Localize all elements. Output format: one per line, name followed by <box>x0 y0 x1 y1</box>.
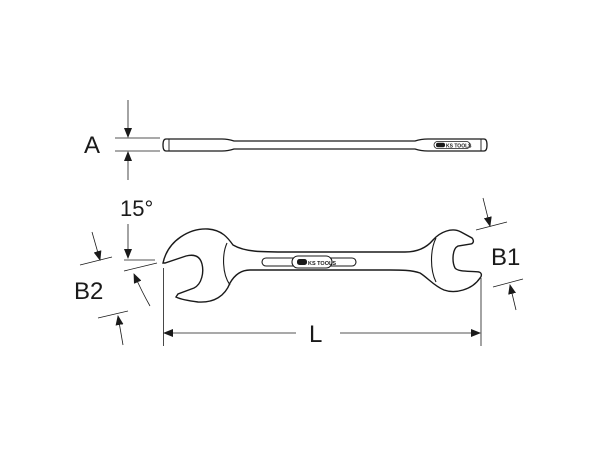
label-b1: B1 <box>491 244 520 271</box>
left-head-neck-line <box>223 242 231 286</box>
dimension-arrow-b2-top <box>91 231 102 261</box>
front-view: KS TOOLS 15° B2 B1 L <box>74 196 524 348</box>
label-angle: 15° <box>120 196 153 221</box>
angle-arc-arrow <box>133 273 151 307</box>
brand-logo-front: KS TOOLS <box>291 255 336 269</box>
dimension-arrow-b1-top <box>482 197 492 227</box>
extension-line-b2-bottom <box>97 310 129 319</box>
angle-tilted-line <box>123 262 158 272</box>
right-head-neck-line <box>430 237 437 283</box>
side-view: KS TOOLS A <box>84 100 488 180</box>
svg-text:KS TOOLS: KS TOOLS <box>446 144 472 150</box>
label-l: L <box>309 321 322 348</box>
extension-line-b1-bottom <box>492 278 524 288</box>
label-a: A <box>84 132 100 159</box>
extension-line-b2-top <box>79 256 113 266</box>
label-b2: B2 <box>74 278 103 305</box>
spanner-side-profile <box>162 138 488 152</box>
spanner-outline <box>162 228 483 303</box>
svg-text:KS TOOLS: KS TOOLS <box>308 261 336 267</box>
dimension-arrow-b2-bottom <box>115 315 124 346</box>
brand-logo-side: KS TOOLS <box>433 141 472 150</box>
extension-line-b1-top <box>475 221 508 231</box>
dimension-arrow-b1-bottom <box>508 284 517 311</box>
